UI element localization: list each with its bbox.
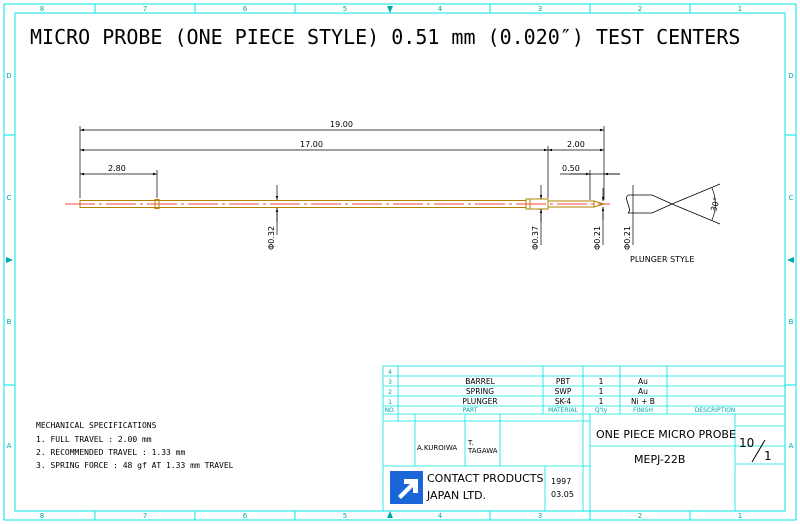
dim-collar-dia: Φ0.37: [531, 226, 540, 250]
plunger-style-label: PLUNGER STYLE: [630, 255, 694, 264]
spec-item-recommended-travel: 2. RECOMMENDED TRAVEL : 1.33 mm: [36, 448, 185, 457]
plunger-detail-line-down: [671, 203, 721, 225]
part-qty-plunger: 1: [599, 397, 604, 406]
dim-right-segment: 2.00: [567, 140, 585, 149]
dim-tip-length: 0.50: [562, 164, 580, 173]
zone-left-b: B: [7, 318, 12, 326]
zone-bottom-3: 3: [538, 512, 542, 520]
zone-bottom-8: 8: [40, 512, 44, 520]
dim-plunger-dia: Φ0.21: [593, 226, 602, 250]
spec-item-spring-force: 3. SPRING FORCE : 48 gf AT 1.33 mm TRAVE…: [36, 461, 234, 470]
zone-right-b: B: [789, 318, 794, 326]
center-arrow-bottom: [387, 511, 393, 518]
part-name-plunger: PLUNGER: [462, 397, 497, 406]
zone-top-4: 4: [438, 5, 443, 13]
zone-bottom-2: 2: [638, 512, 642, 520]
zone-left-c: C: [7, 194, 12, 202]
header-qty: Q'ty: [595, 407, 608, 414]
zone-top-5: 5: [343, 5, 347, 13]
checked-by: TAGAWA: [467, 447, 498, 455]
zone-bottom-1: 1: [738, 512, 742, 520]
zone-left-a: A: [7, 442, 12, 450]
plunger-detail-break: [626, 194, 630, 214]
header-description: DESCRIPTION: [695, 407, 736, 414]
header-material: MATERIAL: [548, 407, 578, 414]
drawing-title: MICRO PROBE (ONE PIECE STYLE) 0.51 mm (0…: [30, 25, 740, 49]
border-zone-labels: 8 7 6 5 4 3 2 1 8 7 6 5 4 3 2 1 D C B A …: [6, 5, 793, 520]
part-no-1: 1: [388, 399, 392, 406]
specs-heading: MECHANICAL SPECIFICATIONS: [36, 421, 157, 430]
center-arrow-left: [6, 257, 13, 263]
zone-bottom-6: 6: [243, 512, 248, 520]
dim-to-tip-start: 17.00: [300, 140, 323, 149]
header-part: PART: [463, 407, 478, 414]
company-line2: JAPAN LTD.: [426, 489, 486, 502]
dim-tip-angle: 30°: [709, 196, 721, 212]
part-qty-spring: 1: [599, 387, 604, 396]
drawn-by: A.KUROIWA: [417, 444, 457, 452]
company-logo-arrow-icon: [398, 479, 418, 499]
dim-overall: 19.00: [330, 120, 353, 129]
zone-ticks: [4, 4, 796, 520]
plunger-detail-outline: [628, 194, 673, 214]
mechanical-specs: MECHANICAL SPECIFICATIONS 1. FULL TRAVEL…: [36, 421, 234, 470]
zone-left-d: D: [6, 72, 11, 80]
zone-right-c: C: [789, 194, 794, 202]
probe-tip: [593, 200, 606, 208]
part-name-barrel: BARREL: [465, 377, 495, 386]
drawing-year: 1997: [551, 477, 571, 486]
centering-arrows: [6, 6, 794, 518]
zone-bottom-5: 5: [343, 512, 347, 520]
scale-denominator: 1: [764, 449, 772, 463]
dimension-lines: [79, 126, 620, 245]
part-no-2: 2: [388, 389, 392, 396]
zone-top-3: 3: [538, 5, 542, 13]
title-block-drawing-no: MEPJ-22B: [634, 453, 685, 466]
part-finish-spring: Au: [638, 387, 648, 396]
title-block-drawing-title: ONE PIECE MICRO PROBE: [596, 428, 736, 441]
zone-top-7: 7: [143, 5, 147, 13]
spec-item-full-travel: 1. FULL TRAVEL : 2.00 mm: [36, 435, 152, 444]
probe-plunger: [547, 200, 595, 208]
part-no-3: 3: [388, 379, 392, 386]
plunger-detail-line-up: [671, 183, 721, 205]
dim-barrel-dia: Φ0.32: [267, 226, 276, 250]
zone-top-2: 2: [638, 5, 642, 13]
probe-crimp-left: [154, 199, 160, 209]
dim-detail-dia: Φ0.21: [623, 226, 632, 250]
part-material-plunger: SK-4: [555, 397, 572, 406]
dim-left-segment: 2.80: [108, 164, 126, 173]
part-material-spring: SWP: [555, 387, 572, 396]
company-line1: CONTACT PRODUCTS: [427, 472, 544, 485]
zone-bottom-7: 7: [143, 512, 147, 520]
part-no-4: 4: [388, 369, 392, 376]
dimension-texts: 19.00 17.00 2.00 2.80 0.50 Φ0.32 Φ0.37 Φ…: [108, 120, 602, 250]
scale-numerator: 10: [739, 436, 754, 450]
part-name-spring: SPRING: [466, 387, 494, 396]
zone-top-8: 8: [40, 5, 44, 13]
zone-right-a: A: [789, 442, 794, 450]
title-block: 4 3 BARREL PBT 1 Au 2 SPRING SWP 1 Au 1 …: [382, 365, 786, 512]
part-finish-barrel: Au: [638, 377, 648, 386]
header-finish: FINISH: [633, 407, 653, 414]
center-arrow-top: [387, 6, 393, 13]
part-qty-barrel: 1: [599, 377, 604, 386]
part-material-barrel: PBT: [556, 377, 571, 386]
center-arrow-right: [787, 257, 794, 263]
header-no: NO.: [385, 407, 396, 414]
zone-top-1: 1: [738, 5, 742, 13]
probe-drawing: [65, 198, 610, 210]
zone-right-d: D: [788, 72, 793, 80]
scale-slash: [751, 439, 766, 463]
zone-bottom-4: 4: [438, 512, 443, 520]
zone-top-6: 6: [243, 5, 248, 13]
part-finish-plunger: Ni + B: [631, 397, 655, 406]
plunger-detail-angle-arc: [711, 187, 716, 221]
drawing-date: 03.05: [551, 490, 574, 499]
plunger-detail: 30° Φ0.21 PLUNGER STYLE: [623, 183, 722, 264]
checked-by-initial: T.: [467, 439, 474, 447]
